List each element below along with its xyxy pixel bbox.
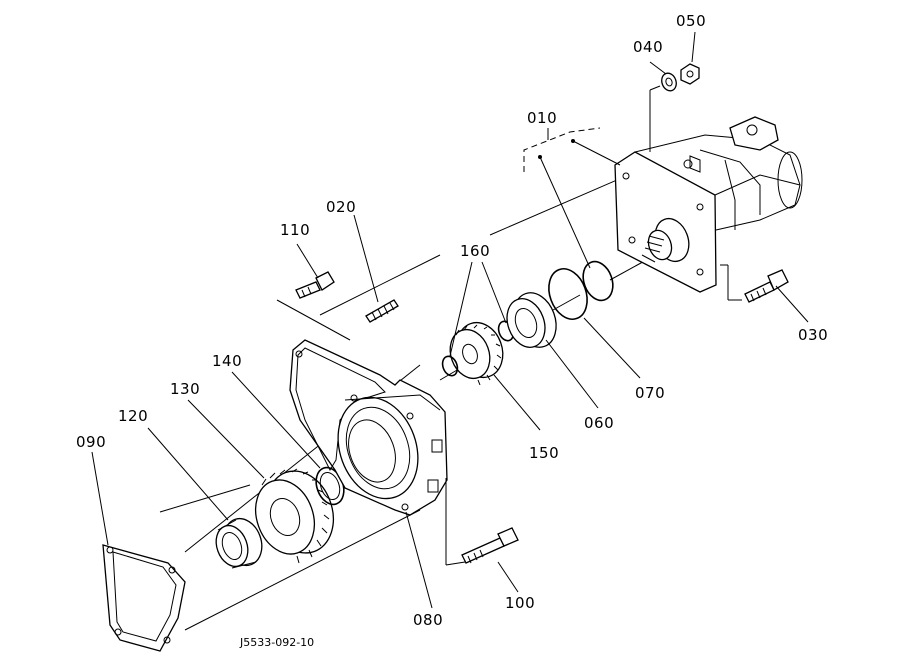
part-080-gear-housing — [289, 339, 448, 516]
label-060: 060 — [584, 414, 614, 432]
part-110-bolt — [295, 271, 335, 299]
label-150: 150 — [529, 444, 559, 462]
part-060-oil-seal — [506, 292, 557, 348]
label-040: 040 — [633, 38, 663, 56]
part-100-bolt — [461, 527, 519, 564]
label-130: 130 — [170, 380, 200, 398]
part-010-hydraulic-pump — [614, 116, 803, 293]
label-100: 100 — [505, 594, 535, 612]
label-020: 020 — [326, 198, 356, 216]
part-090-cover-plate — [102, 544, 186, 652]
part-130-gear — [255, 468, 334, 564]
part-030-bolt — [744, 269, 789, 303]
part-020-stud — [365, 299, 399, 323]
drawing-reference: J5533-092-10 — [239, 636, 314, 649]
label-160: 160 — [460, 242, 490, 260]
label-010: 010 — [527, 109, 557, 127]
label-090: 090 — [76, 433, 106, 451]
part-number-labels: 010 020 030 040 050 060 070 080 090 100 … — [76, 12, 828, 629]
leader-lines — [91, 31, 809, 609]
label-110: 110 — [280, 221, 310, 239]
label-080: 080 — [413, 611, 443, 629]
label-050: 050 — [676, 12, 706, 30]
label-070: 070 — [635, 384, 665, 402]
bracket-010 — [523, 127, 601, 172]
label-140: 140 — [212, 352, 242, 370]
part-120-bearing-ring — [215, 517, 263, 569]
part-150-small-gear — [449, 321, 504, 386]
part-070-o-rings — [548, 260, 614, 320]
label-120: 120 — [118, 407, 148, 425]
part-050-nut — [680, 63, 700, 85]
label-030: 030 — [798, 326, 828, 344]
part-040-washer — [661, 72, 677, 92]
